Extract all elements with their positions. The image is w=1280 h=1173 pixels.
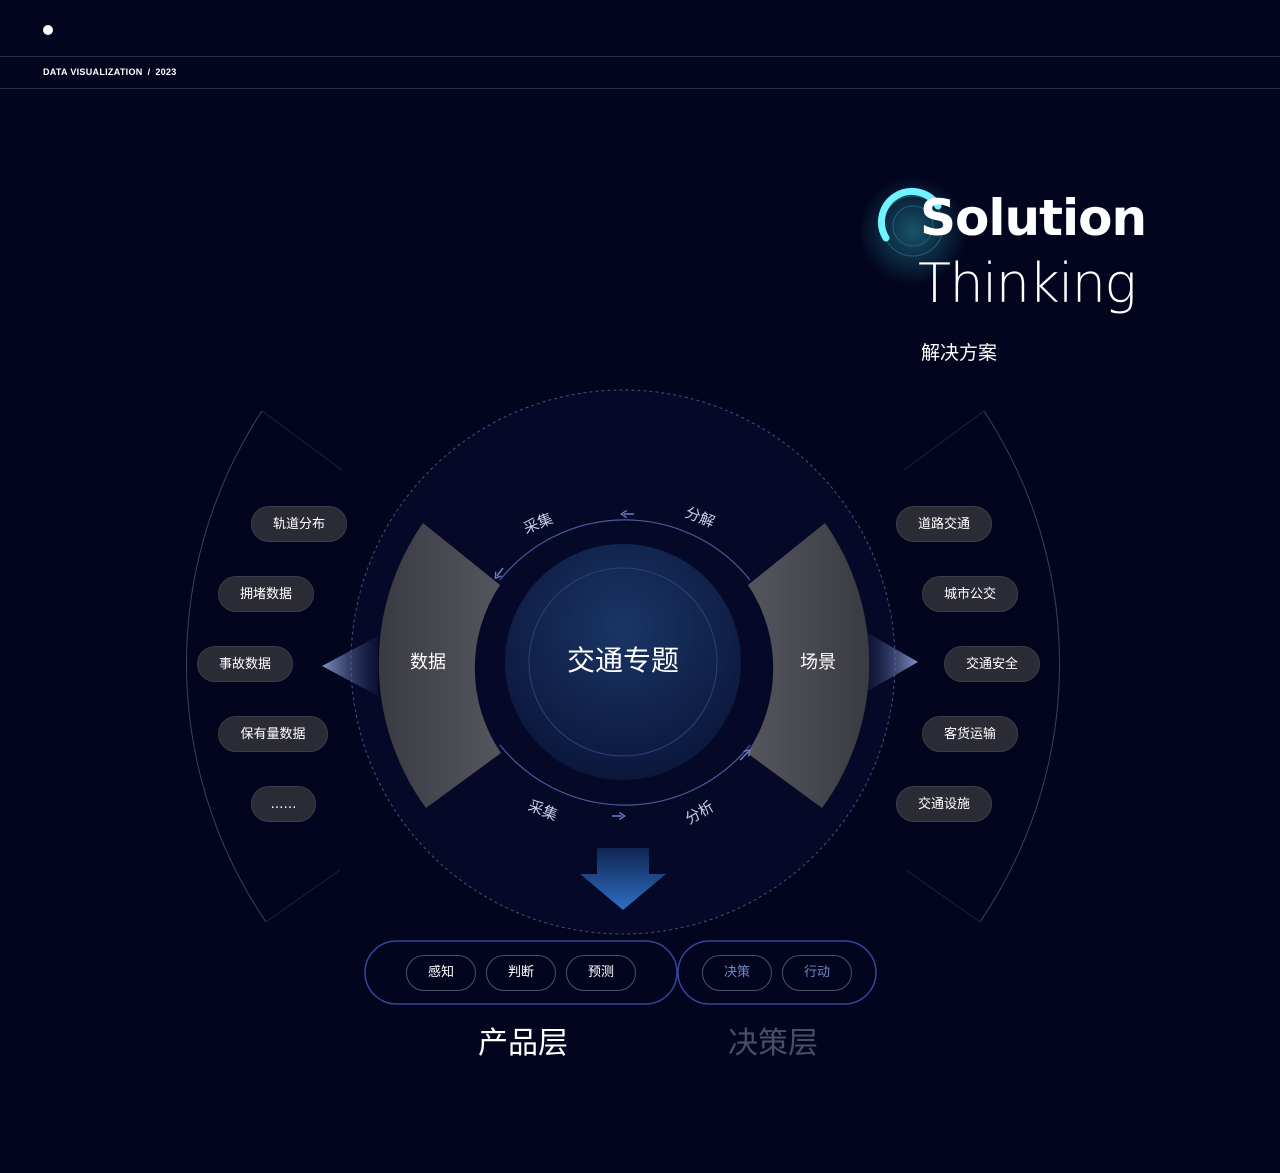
left-item-accident[interactable]: 事故数据 xyxy=(197,646,293,682)
solution-title: Solution xyxy=(920,189,1147,247)
decision-item-decide[interactable]: 决策 xyxy=(702,955,772,991)
top-bar xyxy=(0,0,1280,57)
right-item-safety[interactable]: 交通安全 xyxy=(944,646,1040,682)
solution-chinese: 解决方案 xyxy=(921,342,998,364)
arc-top xyxy=(499,519,751,581)
outer-right-arc xyxy=(979,410,1060,923)
arc-bottomright-arrow-icon xyxy=(739,749,751,761)
product-item-predict[interactable]: 预测 xyxy=(566,955,636,991)
left-item-congestion[interactable]: 拥堵数据 xyxy=(218,576,314,612)
left-segment[interactable] xyxy=(378,523,501,808)
right-segment[interactable] xyxy=(747,523,870,808)
right-item-bus[interactable]: 城市公交 xyxy=(922,576,1018,612)
left-item-rail[interactable]: 轨道分布 xyxy=(251,506,347,542)
arc-topleft-arrow-icon xyxy=(494,567,504,580)
product-item-perceive[interactable]: 感知 xyxy=(406,955,476,991)
left-segment-label: 数据 xyxy=(410,652,446,673)
right-item-freight[interactable]: 客货运输 xyxy=(922,716,1018,752)
product-layer-label: 产品层 xyxy=(478,1026,568,1061)
left-item-more[interactable]: …… xyxy=(251,786,316,822)
solution-subtitle: Thinking xyxy=(918,252,1137,315)
left-item-ownership[interactable]: 保有量数据 xyxy=(218,716,328,752)
outer-left-bottom-line xyxy=(265,869,341,923)
core-inner-ring xyxy=(528,567,718,757)
right-item-facility[interactable]: 交通设施 xyxy=(896,786,992,822)
core-circle[interactable] xyxy=(505,544,741,780)
core-label: 交通专题 xyxy=(567,644,679,677)
right-triangle-icon xyxy=(866,632,918,692)
down-arrow-icon xyxy=(580,848,666,910)
decision-item-act[interactable]: 行动 xyxy=(782,955,852,991)
decision-layer-label: 决策层 xyxy=(728,1026,818,1061)
breadcrumb-separator: / xyxy=(147,67,151,77)
outer-right-top-line xyxy=(903,410,985,471)
decision-layer-frame xyxy=(677,940,877,1005)
right-item-road[interactable]: 道路交通 xyxy=(896,506,992,542)
breadcrumb-year[interactable]: 2023 xyxy=(155,67,177,77)
right-segment-label: 场景 xyxy=(800,652,836,673)
product-layer-frame xyxy=(364,940,678,1005)
outer-left-arc xyxy=(186,410,267,923)
outer-left-top-line xyxy=(261,410,343,471)
left-triangle-icon xyxy=(322,636,378,696)
breadcrumb: DATA VISUALIZATION / 2023 xyxy=(43,67,177,77)
glow-ring-icon xyxy=(859,177,967,285)
product-item-judge[interactable]: 判断 xyxy=(486,955,556,991)
breadcrumb-section[interactable]: DATA VISUALIZATION xyxy=(43,67,143,77)
arc-bottom xyxy=(499,744,751,806)
menu-dot-icon[interactable] xyxy=(43,25,53,35)
sub-bar xyxy=(0,56,1280,89)
outer-right-bottom-line xyxy=(905,869,981,923)
